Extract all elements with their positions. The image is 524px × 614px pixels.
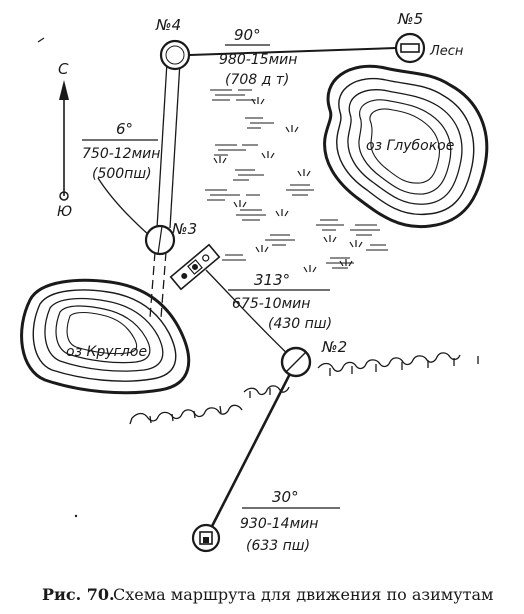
lake-deep-label: оз Глубокое (366, 138, 454, 154)
leg-2-azimuth: 6° (116, 120, 133, 138)
marsh-area (205, 89, 388, 269)
start-point (191, 523, 221, 553)
forest-label: Лесн (429, 44, 464, 59)
leg-p2-p1-line (204, 361, 298, 539)
leg-4-distance: 930-14мин (240, 516, 318, 532)
caption-text: Схема маршрута для движения по азимутам (113, 585, 493, 604)
waypoint-4-label: №4 (155, 16, 181, 34)
waypoint-5-label: №5 (397, 10, 423, 28)
leg-1-distance: 980-15мин (219, 52, 297, 68)
leg-1-steps: (708 д т) (225, 72, 289, 88)
leg-3-distance: 675-10мин (232, 296, 310, 312)
figure-caption: Рис. 70. Схема маршрута для движения по … (42, 585, 493, 604)
leg-3-azimuth: 313° (254, 271, 290, 289)
compass: С Ю (57, 60, 72, 220)
leg-4-steps: (633 пш) (246, 538, 310, 554)
compass-south: Ю (57, 204, 72, 220)
lake-deep (323, 64, 489, 229)
waypoint-2: №2 (280, 338, 347, 378)
bridge-marker (169, 243, 221, 291)
leg-label-2: 6° 750-12мин (500пш) (82, 120, 160, 182)
leg-3-steps: (430 пш) (268, 316, 332, 332)
waypoint-5: №5 Лесн (394, 10, 464, 64)
waypoint-4: №4 (155, 16, 191, 71)
leg-label-3: 313° 675-10мин (430 пш) (232, 271, 332, 332)
compass-north: С (58, 60, 69, 78)
north-arrow-icon (59, 80, 69, 100)
lake-round-label: оз Круглое (66, 344, 147, 360)
leg-p4-p5-line (189, 47, 397, 56)
leg-1-azimuth: 90° (234, 26, 261, 44)
label-rules (82, 44, 340, 509)
waypoint-3-label: №3 (171, 220, 197, 238)
leg-2-distance: 750-12мин (82, 146, 160, 162)
leg-4-azimuth: 30° (272, 488, 299, 506)
waypoint-2-label: №2 (321, 338, 347, 356)
leg-label-4: 30° 930-14мин (633 пш) (240, 488, 318, 554)
waypoint-3: №3 (144, 220, 197, 256)
trail-lines (97, 177, 295, 361)
road (149, 61, 181, 319)
lake-round (20, 278, 191, 395)
caption-label: Рис. 70. (42, 585, 115, 604)
leg-2-steps: (500пш) (92, 166, 152, 182)
forest-edge (129, 352, 479, 425)
marsh-grass-tufts (213, 97, 363, 273)
leg-label-1: 90° 980-15мин (708 д т) (219, 26, 297, 88)
route-legs (189, 47, 397, 539)
